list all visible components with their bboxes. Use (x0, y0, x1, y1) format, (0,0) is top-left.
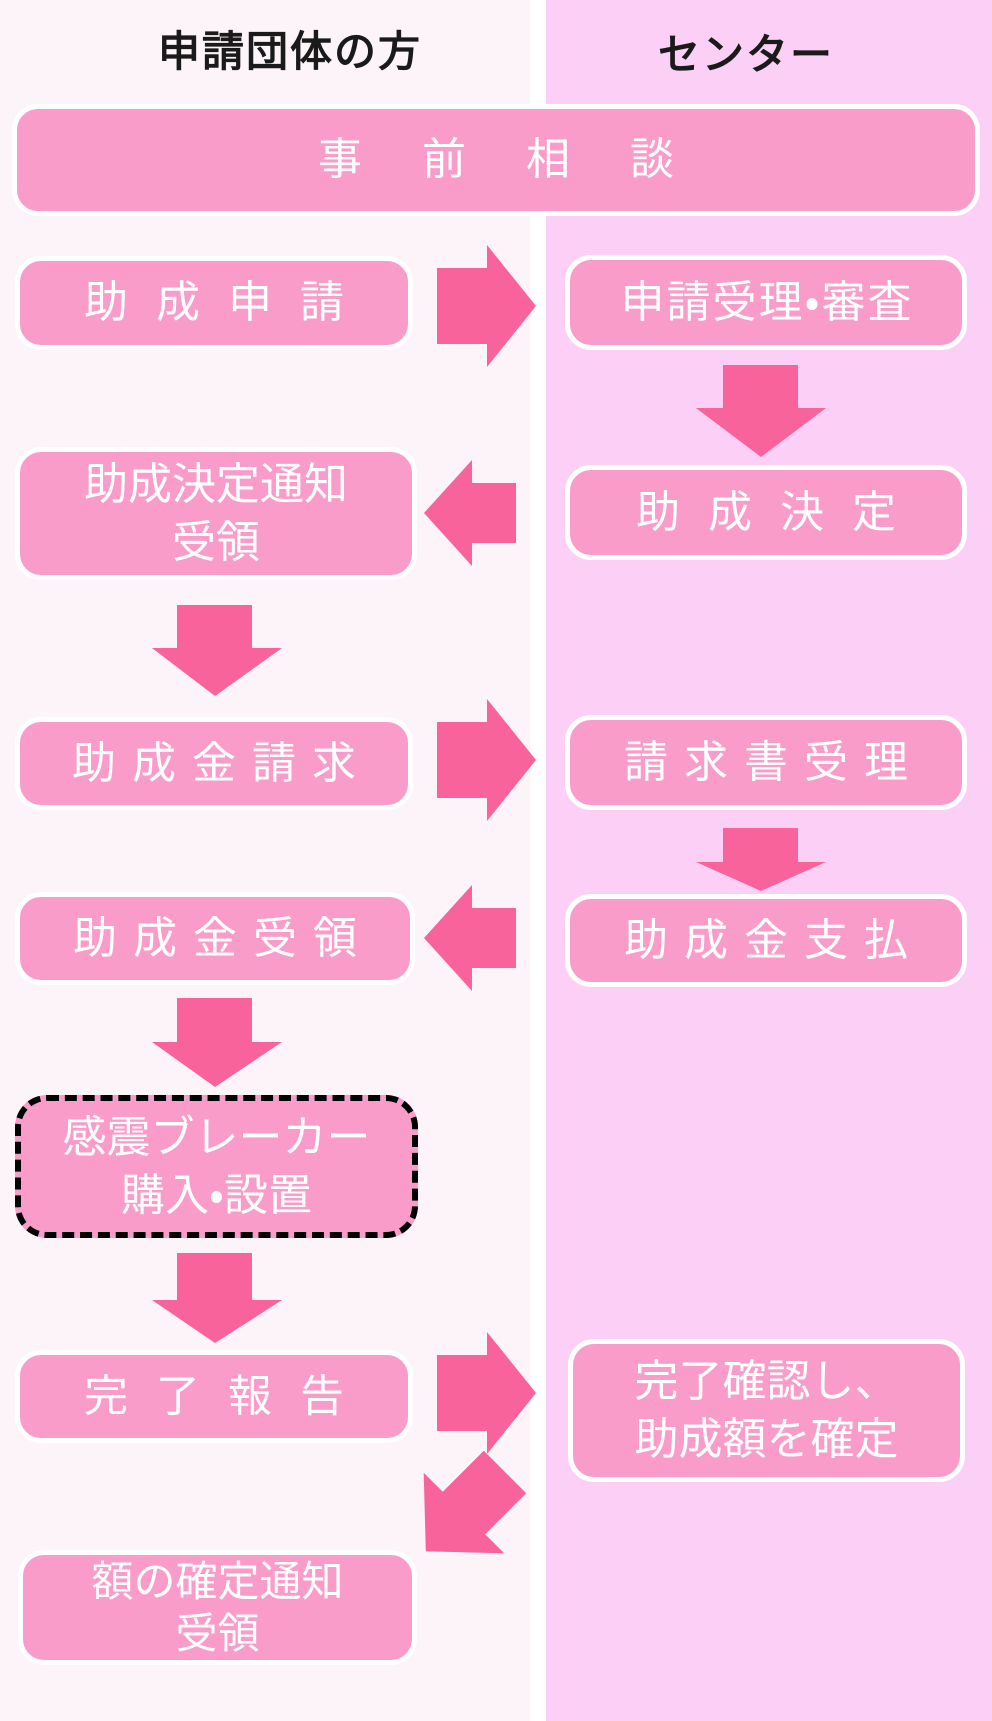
column-divider (530, 0, 546, 1721)
node-completion-confirmation-line2: 助成額を確定 (634, 1413, 899, 1465)
node-grant-payment: 助成金支払 (565, 894, 967, 987)
node-breaker-purchase-installation-line2: 購入・設置 (121, 1169, 312, 1221)
arrow-request-to-invoice-icon (437, 699, 536, 821)
node-completion-confirmation: 完了確認し、 助成額を確定 (568, 1339, 965, 1482)
node-completion-report: 完了報告 (15, 1350, 413, 1443)
node-pre-consultation-label: 事前相談 (318, 134, 734, 185)
node-amount-confirmation-notice-receipt: 額の確定通知 受領 (18, 1550, 417, 1665)
node-grant-decision-label: 助成決定 (636, 486, 924, 538)
arrow-receipt-to-purchase-icon (152, 998, 282, 1087)
node-application-acceptance-review: 申請受理・審査 (565, 255, 967, 350)
node-completion-confirmation-line1: 完了確認し、 (634, 1355, 899, 1407)
arrow-report-to-confirmation-icon (437, 1332, 536, 1454)
node-grant-application-label: 助成申請 (84, 277, 372, 328)
arrow-payment-to-receipt-icon (424, 885, 516, 991)
node-completion-report-label: 完了報告 (84, 1370, 372, 1422)
node-grant-decision: 助成決定 (565, 465, 967, 560)
node-invoice-acceptance: 請求書受理 (565, 715, 967, 810)
arrow-decision-to-notice-icon (424, 460, 516, 566)
node-grant-receipt-label: 助成金受領 (73, 912, 373, 964)
column-header-center: センター (657, 30, 834, 79)
arrow-notice-to-request-icon (152, 605, 282, 696)
node-grant-decision-notice-receipt: 助成決定通知 受領 (15, 447, 417, 580)
arrow-purchase-to-report-icon (152, 1253, 282, 1343)
node-breaker-purchase-installation: 感震ブレーカー 購入・設置 (15, 1095, 418, 1238)
node-amount-confirmation-notice-receipt-line2: 受領 (175, 1608, 260, 1658)
node-amount-confirmation-notice-receipt-line1: 額の確定通知 (91, 1556, 344, 1606)
column-header-applicant: 申請団体の方 (157, 27, 422, 76)
node-grant-receipt: 助成金受領 (15, 892, 415, 985)
node-invoice-acceptance-label: 請求書受理 (624, 736, 924, 788)
node-breaker-purchase-installation-line1: 感震ブレーカー (62, 1111, 371, 1163)
node-grant-request: 助成金請求 (15, 717, 413, 810)
node-grant-decision-notice-receipt-line2: 受領 (172, 516, 260, 568)
node-pre-consultation: 事前相談 (12, 104, 980, 216)
arrow-acceptance-to-decision-icon (696, 365, 826, 457)
arrow-confirmation-to-amount-notice-icon (423, 1450, 527, 1554)
node-grant-application: 助成申請 (15, 256, 413, 350)
node-grant-request-label: 助成金請求 (72, 737, 372, 789)
arrow-application-to-acceptance-icon (437, 245, 536, 367)
node-grant-payment-label: 助成金支払 (624, 914, 924, 966)
arrow-invoice-to-payment-icon (696, 828, 826, 891)
node-grant-decision-notice-receipt-line1: 助成決定通知 (84, 458, 348, 510)
node-application-acceptance-review-label: 申請受理・審査 (620, 276, 914, 328)
